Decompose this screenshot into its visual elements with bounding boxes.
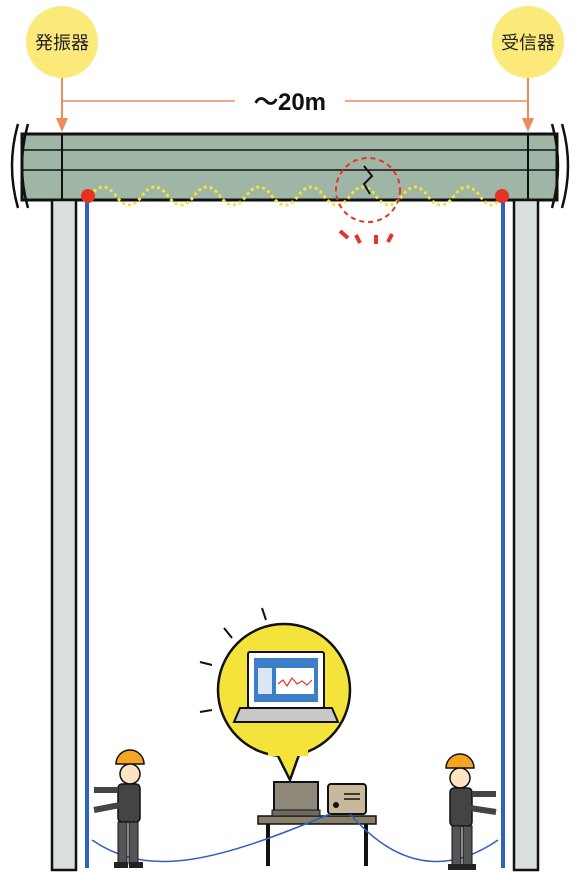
worker-icon — [445, 753, 497, 870]
transmitter-bubble — [26, 6, 98, 78]
transmitter-callout: 発振器 — [26, 6, 98, 132]
receiver-callout: 受信器 — [492, 6, 564, 132]
signal-cable-left — [91, 813, 331, 863]
distance-dimension: ～20m — [62, 89, 528, 116]
receiver-label: 受信器 — [501, 33, 555, 54]
receiver-bubble — [492, 6, 564, 78]
laptop-callout — [199, 607, 352, 784]
crack-icon — [335, 157, 401, 244]
worker-icon — [93, 749, 145, 868]
receiver-sensor-icon — [495, 189, 509, 203]
distance-label: ～20m — [254, 89, 326, 116]
laptop-icon — [232, 651, 340, 723]
transmitter-sensor-icon — [81, 189, 95, 203]
transmitter-label: 発振器 — [35, 33, 89, 54]
laptop-icon — [273, 781, 319, 815]
signal-cable-right — [349, 813, 499, 863]
concrete-beam — [10, 123, 570, 209]
left-column — [50, 198, 78, 872]
right-column — [512, 198, 540, 872]
